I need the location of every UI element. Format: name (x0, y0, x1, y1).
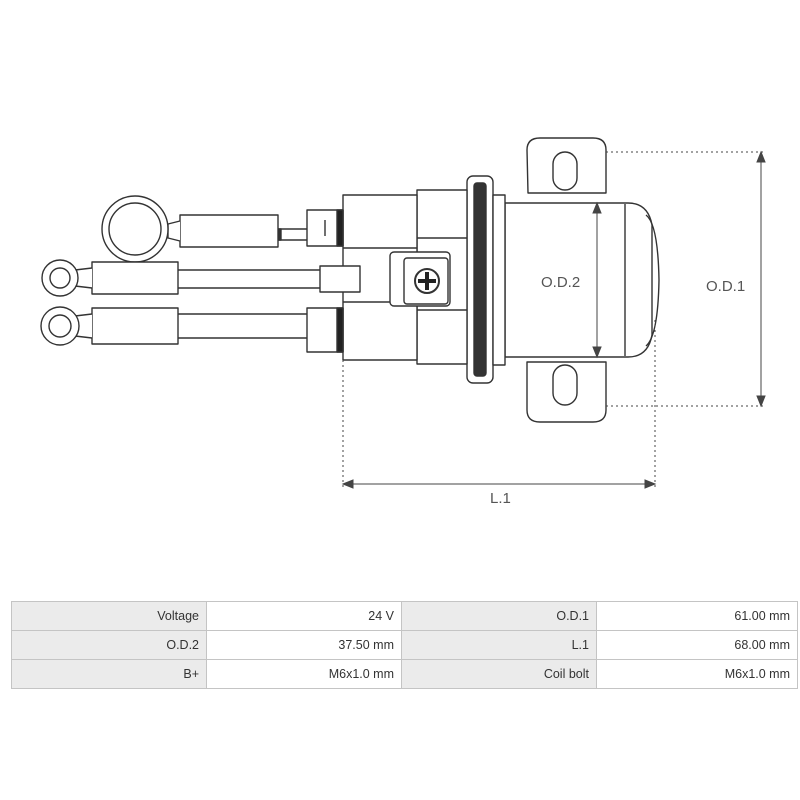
od2-dimension (592, 201, 602, 359)
table-row: Voltage 24 V O.D.1 61.00 mm (11, 601, 798, 631)
spec-value: 61.00 mm (596, 601, 798, 631)
coil-terminal (319, 251, 451, 307)
spec-key: B+ (11, 659, 207, 689)
solenoid-drawing: O.D.1 O.D.2 L.1 (40, 137, 766, 507)
spec-value: 68.00 mm (596, 630, 798, 660)
spec-key: O.D.1 (401, 601, 597, 631)
od1-label: O.D.1 (706, 278, 745, 295)
spec-key: Voltage (11, 601, 207, 631)
solenoid-body (504, 202, 660, 358)
l1-dimension (341, 320, 657, 490)
spec-value: M6x1.0 mm (596, 659, 798, 689)
spec-key: L.1 (401, 630, 597, 660)
flange (466, 175, 506, 384)
spec-value: 37.50 mm (206, 630, 402, 660)
spec-value: M6x1.0 mm (206, 659, 402, 689)
od2-label: O.D.2 (541, 274, 580, 291)
spec-value: 24 V (206, 601, 402, 631)
table-row: O.D.2 37.50 mm L.1 68.00 mm (11, 630, 798, 660)
battery-wire (101, 195, 307, 263)
l1-label: L.1 (490, 490, 511, 507)
middle-wire (41, 259, 320, 297)
od1-dimension (606, 150, 766, 408)
spec-key: O.D.2 (11, 630, 207, 660)
bottom-wire (40, 306, 307, 346)
specs-table: Voltage 24 V O.D.1 61.00 mm O.D.2 37.50 … (11, 601, 798, 689)
spec-key: Coil bolt (401, 659, 597, 689)
table-row: B+ M6x1.0 mm Coil bolt M6x1.0 mm (11, 659, 798, 689)
mounting-bracket (526, 137, 607, 423)
